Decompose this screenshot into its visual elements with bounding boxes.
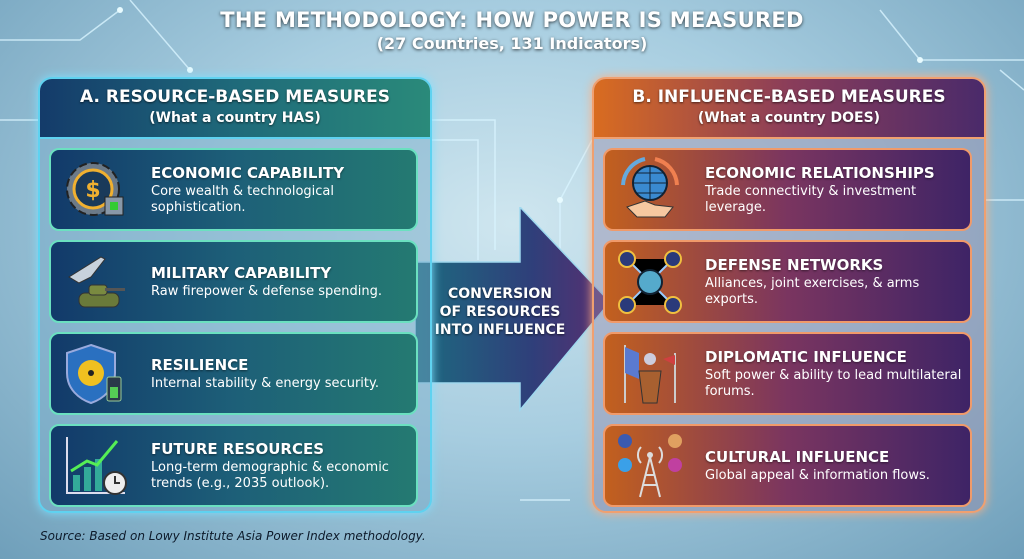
page-title: THE METHODOLOGY: HOW POWER IS MEASURED (… bbox=[0, 8, 1024, 53]
card-title: DIPLOMATIC INFLUENCE bbox=[705, 347, 907, 366]
card-title: ECONOMIC RELATIONSHIPS bbox=[705, 163, 935, 182]
resource-based-panel: A. RESOURCE-BASED MEASURES (What a count… bbox=[38, 77, 432, 513]
card-title: CULTURAL INFLUENCE bbox=[705, 447, 890, 466]
card-description: Core wealth & technological sophisticati… bbox=[151, 183, 334, 215]
defense-network-icon bbox=[605, 244, 695, 320]
arrow-line-2: OF RESOURCES bbox=[439, 304, 561, 320]
card-title: ECONOMIC CAPABILITY bbox=[151, 163, 345, 182]
influence-panel-header: B. INFLUENCE-BASED MEASURES (What a coun… bbox=[594, 79, 984, 139]
svg-text:$: $ bbox=[85, 178, 100, 203]
podium-flags-icon bbox=[605, 336, 695, 412]
card-description: Internal stability & energy security. bbox=[151, 375, 379, 391]
card-description: Long-term demographic & economic trends … bbox=[151, 459, 389, 491]
growth-chart-clock-icon bbox=[51, 428, 141, 504]
broadcast-tower-social-icon bbox=[605, 428, 695, 504]
influence-subheading: (What a country DOES) bbox=[697, 110, 881, 126]
source-note: Source: Based on Lowy Institute Asia Pow… bbox=[40, 529, 426, 543]
jet-tank-icon bbox=[51, 244, 141, 320]
conversion-label: CONVERSION OF RESOURCES INTO INFLUENCE bbox=[425, 285, 575, 339]
arrow-line-1: CONVERSION bbox=[448, 286, 552, 302]
title-sub: (27 Countries, 131 Indicators) bbox=[376, 34, 648, 53]
conversion-arrow bbox=[415, 207, 612, 413]
card-title: RESILIENCE bbox=[151, 355, 249, 374]
arrow-line-3: INTO INFLUENCE bbox=[434, 322, 566, 338]
influence-based-panel: B. INFLUENCE-BASED MEASURES (What a coun… bbox=[592, 77, 986, 513]
resource-heading: A. RESOURCE-BASED MEASURES bbox=[80, 87, 390, 107]
influence-heading: B. INFLUENCE-BASED MEASURES bbox=[632, 87, 946, 107]
globe-handshake-icon bbox=[605, 152, 695, 228]
title-main: THE METHODOLOGY: HOW POWER IS MEASURED bbox=[220, 8, 804, 32]
card-title: MILITARY CAPABILITY bbox=[151, 263, 332, 282]
card-title: FUTURE RESOURCES bbox=[151, 439, 324, 458]
resource-panel-header: A. RESOURCE-BASED MEASURES (What a count… bbox=[40, 79, 430, 139]
card-description: Soft power & ability to lead multilatera… bbox=[705, 367, 962, 399]
card-description: Alliances, joint exercises, & arms expor… bbox=[705, 275, 920, 307]
card-title: DEFENSE NETWORKS bbox=[705, 255, 884, 274]
card-description: Global appeal & information flows. bbox=[705, 467, 930, 483]
resource-subheading: (What a country HAS) bbox=[149, 110, 321, 126]
shield-radiation-battery-icon bbox=[51, 336, 141, 412]
gear-dollar-chip-icon: $ bbox=[51, 152, 141, 228]
card-description: Trade connectivity & investment leverage… bbox=[705, 183, 917, 215]
card-description: Raw firepower & defense spending. bbox=[151, 283, 383, 299]
